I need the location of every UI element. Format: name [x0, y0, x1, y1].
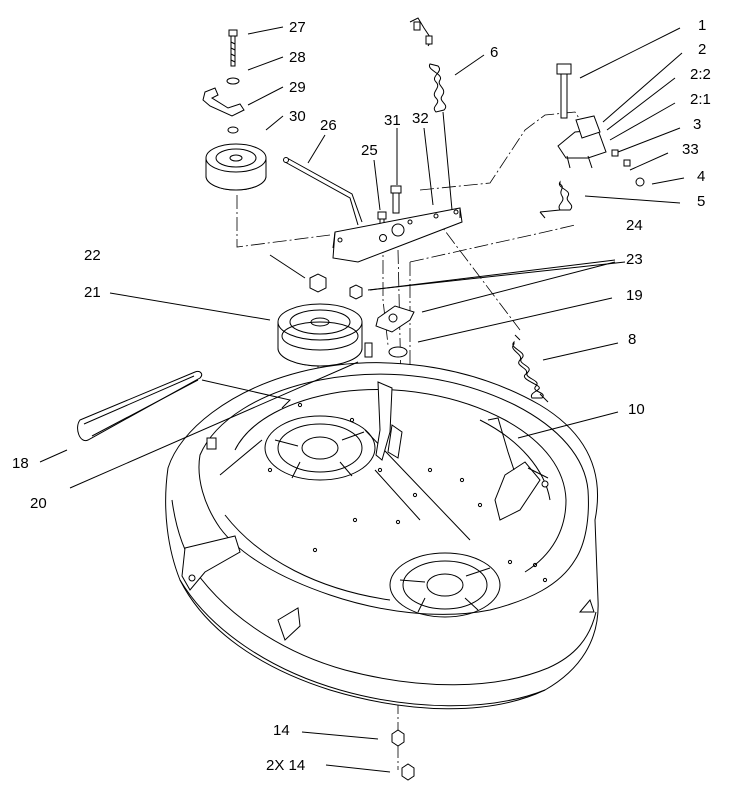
callout-24: 24: [626, 217, 643, 234]
callout-14: 14: [273, 722, 290, 739]
bolt-27: [228, 29, 238, 67]
spring-8: [512, 334, 549, 403]
callout-30: 30: [289, 108, 306, 125]
callout-28: 28: [289, 49, 306, 66]
callout-33: 33: [682, 141, 699, 158]
bracket-assembly-2: [556, 63, 645, 187]
belt-18: [77, 371, 291, 442]
callout-20: 20: [30, 495, 47, 512]
callout-19: 19: [626, 287, 643, 304]
idler-arm-29: [202, 87, 245, 117]
callout-2x14: 2X 14: [266, 757, 305, 774]
idler-pulley-30: [205, 126, 267, 191]
callout-23: 23: [626, 251, 643, 268]
rod-26: [283, 157, 363, 226]
spring-6: [409, 17, 453, 211]
bolt-20: [364, 342, 373, 358]
washer-19: [388, 346, 408, 358]
callout-10: 10: [628, 401, 645, 418]
callout-22: 22: [84, 247, 101, 264]
callout-1: 1: [698, 17, 706, 34]
callout-32: 32: [412, 110, 429, 127]
callout-31: 31: [384, 112, 401, 129]
callout-27: 27: [289, 19, 306, 36]
callout-6: 6: [490, 44, 498, 61]
nut-22: [309, 273, 327, 293]
callout-labels: 27 28 29 30 26 31 32 25 6 1 2 2:2 2:1 3 …: [12, 17, 711, 774]
callout-2-2: 2:2: [690, 66, 711, 83]
callout-8: 8: [628, 331, 636, 348]
callout-26: 26: [320, 117, 337, 134]
nut-24: [349, 284, 363, 300]
spring-5: [539, 180, 573, 219]
callout-2-1: 2:1: [690, 91, 711, 108]
idler-plate-32: [332, 207, 463, 263]
callout-25: 25: [361, 142, 378, 159]
callout-21: 21: [84, 284, 101, 301]
callout-3: 3: [693, 116, 701, 133]
bracket-23: [375, 305, 415, 333]
deck-housing: [165, 362, 599, 710]
leader-lines: [39, 26, 685, 773]
bolt-31: [390, 185, 402, 214]
callout-5: 5: [697, 193, 705, 210]
callout-2: 2: [698, 41, 706, 58]
nut-2x14: [401, 763, 415, 781]
washer-28: [226, 77, 240, 85]
pulley-21: [277, 303, 363, 367]
deck-holes: [267, 402, 548, 583]
callout-18: 18: [12, 455, 29, 472]
rod-10: [487, 417, 515, 471]
parts: [77, 17, 645, 781]
callout-29: 29: [289, 79, 306, 96]
callout-4: 4: [697, 168, 705, 185]
nut-14: [391, 729, 405, 747]
